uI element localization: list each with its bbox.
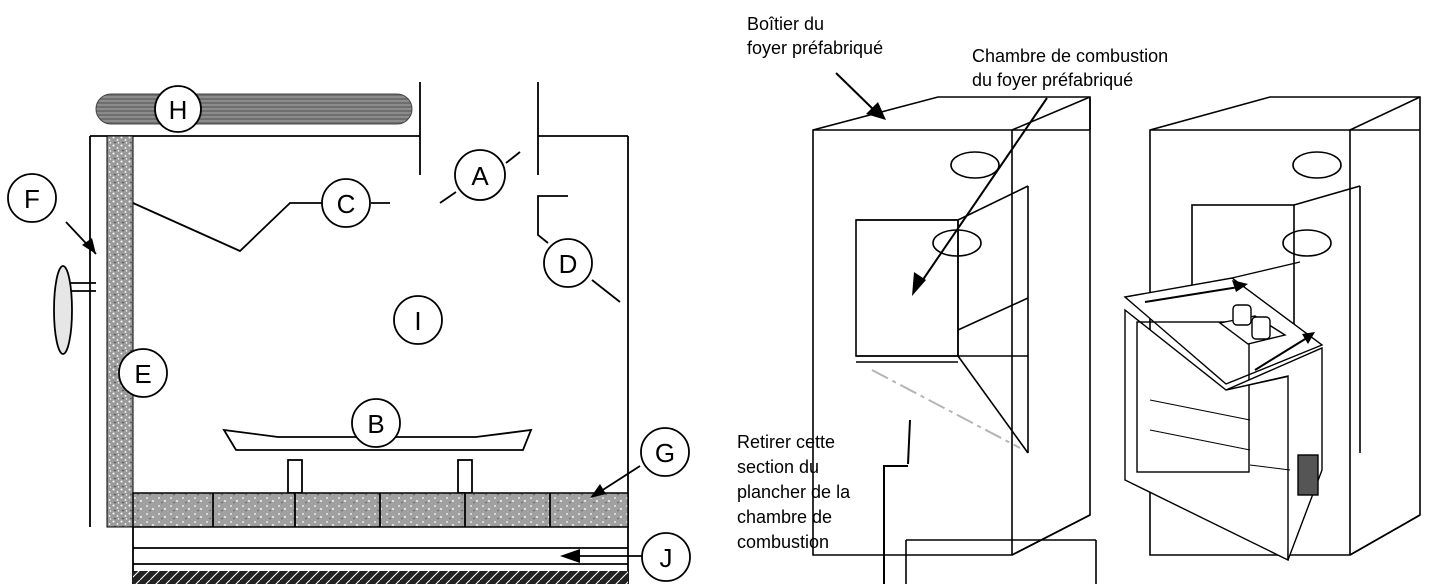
insulation-wall <box>106 135 134 528</box>
label-F: F <box>24 184 40 214</box>
label-chamber: Chambre de combustion du foyer préfabriq… <box>972 46 1169 90</box>
small-box <box>905 539 1097 584</box>
label-C: C <box>337 189 356 219</box>
remove-section-dashed <box>871 369 1021 449</box>
label-remove-section: Retirer cette section du plancher de la … <box>737 432 851 552</box>
prefab-box-empty <box>812 96 1091 556</box>
header-insulation <box>95 93 413 125</box>
floor-hatch <box>133 571 628 584</box>
label-A: A <box>471 161 489 191</box>
label-G: G <box>655 438 675 468</box>
fireplace-insert <box>1123 261 1324 562</box>
arrowheads-left <box>82 238 606 563</box>
left-label-circles <box>7 85 691 582</box>
left-section-diagram <box>53 82 642 584</box>
mantel-shape <box>53 265 73 355</box>
label-D: D <box>559 249 578 279</box>
label-B: B <box>367 409 384 439</box>
label-E: E <box>134 359 151 389</box>
label-casing: Boîtier du foyer préfabriqué <box>747 14 884 58</box>
label-I: I <box>414 306 421 336</box>
label-J: J <box>660 543 673 573</box>
label-H: H <box>169 95 188 125</box>
